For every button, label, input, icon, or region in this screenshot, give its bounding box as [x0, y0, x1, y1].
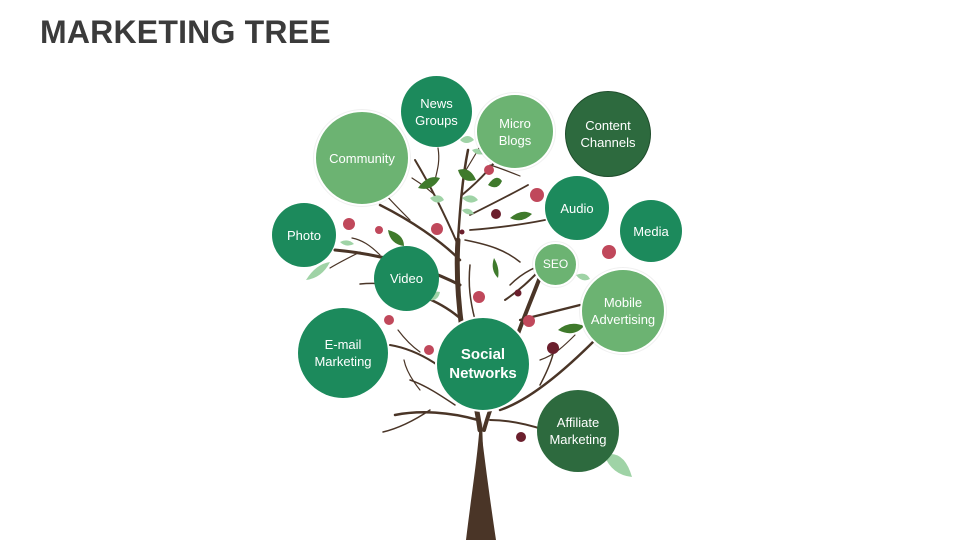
leaf — [340, 240, 354, 246]
leaf — [492, 258, 499, 278]
leaf — [576, 273, 590, 281]
leaf — [488, 177, 502, 188]
node-label: Photo — [287, 227, 321, 243]
node-label: Media — [633, 223, 669, 239]
leaf — [558, 323, 584, 334]
leaf — [418, 177, 440, 189]
media-node: Media — [620, 200, 682, 262]
node-label: Micro Blogs — [498, 115, 532, 148]
social-networks-center-node: Social Networks — [435, 316, 531, 412]
node-label: News Groups — [415, 95, 458, 128]
leaf — [462, 195, 478, 203]
leaf — [604, 453, 632, 477]
node-label: Community — [329, 150, 395, 166]
berry — [375, 226, 383, 234]
seo-node: SEO — [533, 242, 578, 287]
berry — [484, 165, 494, 175]
berry — [459, 229, 465, 235]
berry — [431, 223, 443, 235]
news-groups-node: News Groups — [401, 76, 472, 147]
leaf — [306, 262, 330, 280]
node-label: SEO — [542, 257, 569, 271]
berry — [473, 291, 485, 303]
page-title: MARKETING TREE — [40, 14, 331, 50]
node-label: Audio — [560, 200, 594, 216]
node-label: Social Networks — [449, 346, 517, 382]
leaf — [510, 211, 532, 221]
node-label: Mobile Advertising — [590, 295, 656, 327]
video-node: Video — [374, 246, 439, 311]
leaf — [462, 208, 474, 215]
node-label: Content Channels — [580, 118, 636, 150]
leaf — [388, 230, 404, 246]
berry — [384, 315, 394, 325]
leaf — [460, 136, 474, 143]
berry — [547, 342, 559, 354]
berry — [424, 345, 434, 355]
photo-node: Photo — [272, 203, 336, 267]
berry — [523, 315, 535, 327]
content-channels-node: Content Channels — [565, 91, 651, 177]
berry — [491, 209, 501, 219]
berry — [514, 289, 522, 297]
leaf — [430, 195, 444, 203]
node-label: Affiliate Marketing — [549, 415, 607, 447]
audio-node: Audio — [545, 176, 609, 240]
node-label: Video — [389, 271, 423, 286]
node-label: E-mail Marketing — [314, 337, 372, 369]
berry — [516, 432, 526, 442]
community-node: Community — [314, 110, 410, 206]
mobile-advertising-node: Mobile Advertising — [580, 268, 666, 354]
berries — [343, 165, 616, 442]
berry — [343, 218, 355, 230]
leaf — [458, 169, 476, 181]
micro-blogs-node: Micro Blogs — [475, 93, 555, 170]
affiliate-marketing-node: Affiliate Marketing — [537, 390, 619, 472]
berry — [602, 245, 616, 259]
email-marketing-node: E-mail Marketing — [298, 308, 388, 398]
berry — [530, 188, 544, 202]
